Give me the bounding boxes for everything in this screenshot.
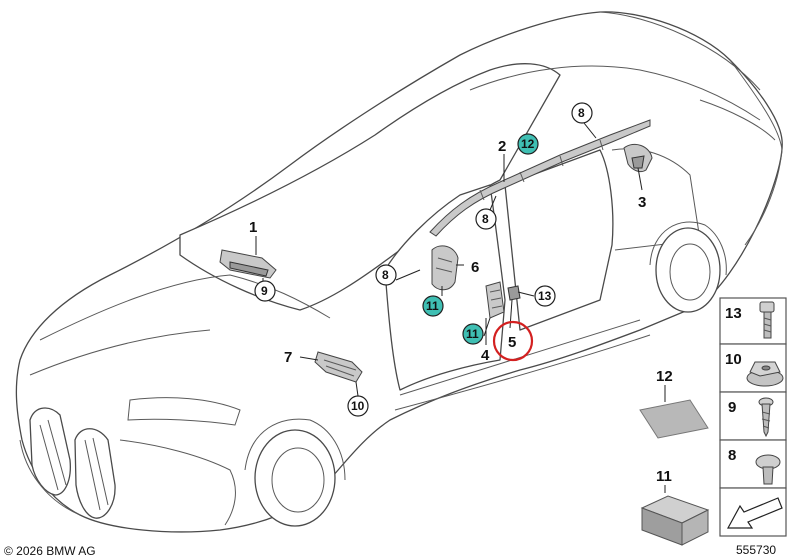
sticker-part-group[interactable]: 12 (639, 368, 709, 439)
box-part-group[interactable]: 11 (640, 468, 710, 546)
side-airbag-part[interactable] (485, 281, 505, 319)
seat-airbag-part[interactable] (431, 245, 459, 291)
callout-10-ring (347, 395, 369, 417)
selected-part-ring (492, 320, 534, 362)
foam-block-icon (640, 495, 710, 546)
callout-13-ring (534, 285, 556, 307)
expanding-rivet-icon (755, 454, 781, 485)
callout-9-ring (254, 280, 276, 302)
callout-12-highlight (517, 133, 539, 155)
legend-num-10: 10 (725, 351, 742, 368)
callout-11-b[interactable]: 11 (466, 327, 479, 341)
legend-num-13: 13 (725, 305, 742, 322)
bolt-icon (759, 301, 775, 339)
callout-8-ring-top (571, 102, 593, 124)
callout-9[interactable]: 9 (261, 284, 268, 298)
leader-lines (255, 122, 643, 397)
callout-11-a[interactable]: 11 (426, 299, 439, 313)
legend-row-8[interactable]: 8 (719, 439, 787, 489)
callout-12[interactable]: 12 (521, 137, 535, 151)
callout-4[interactable]: 4 (481, 347, 490, 364)
fastener-legend: 13 10 9 (719, 297, 787, 537)
car-outline (15, 11, 783, 533)
callout-8-ring-mid (475, 208, 497, 230)
legend-num-9: 9 (728, 399, 736, 416)
callout-8-mid[interactable]: 8 (482, 212, 489, 226)
direction-arrow-icon (726, 497, 783, 529)
callout-5[interactable]: 5 (508, 334, 516, 351)
callouts: 1 9 2 12 8 8 3 8 6 11 13 11 4 5 7 10 (249, 102, 646, 417)
callout-10[interactable]: 10 (351, 399, 365, 413)
callout-8-top[interactable]: 8 (578, 106, 585, 120)
copyright-text: © 2026 BMW AG (4, 544, 96, 558)
passenger-airbag-part[interactable] (219, 249, 277, 279)
callout-8-left[interactable]: 8 (382, 268, 389, 282)
callout-8-ring-left (375, 264, 397, 286)
sticker-label-icon (639, 399, 709, 439)
callout-13[interactable]: 13 (538, 289, 552, 303)
bolt-bracket-part[interactable] (507, 285, 521, 301)
curtain-airbag-part[interactable] (429, 119, 651, 237)
legend-row-13[interactable]: 13 (719, 297, 787, 345)
nut-icon (746, 361, 784, 387)
callout-11-highlight-b (462, 323, 484, 345)
diagram-id: 555730 (736, 543, 776, 557)
callout-11-box[interactable]: 11 (656, 468, 672, 485)
callout-1[interactable]: 1 (249, 219, 257, 236)
callout-2[interactable]: 2 (498, 138, 506, 155)
callout-12-sticker[interactable]: 12 (656, 368, 673, 385)
screw-icon (758, 397, 774, 438)
legend-row-10[interactable]: 10 (719, 343, 787, 393)
callout-6[interactable]: 6 (471, 259, 479, 276)
callout-11-highlight-a (422, 295, 444, 317)
callout-7[interactable]: 7 (284, 349, 292, 366)
legend-row-9[interactable]: 9 (719, 391, 787, 441)
rear-bracket-part[interactable] (623, 143, 653, 173)
legend-arrow-row[interactable] (719, 487, 787, 537)
legend-num-8: 8 (728, 447, 736, 464)
callout-3[interactable]: 3 (638, 194, 646, 211)
